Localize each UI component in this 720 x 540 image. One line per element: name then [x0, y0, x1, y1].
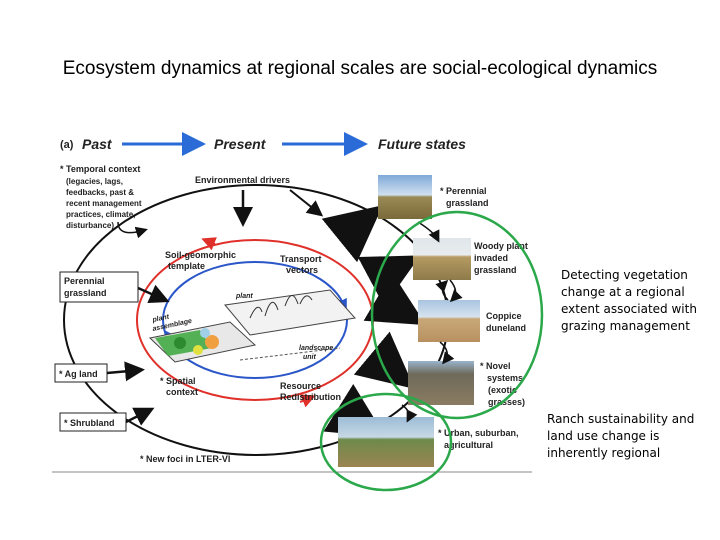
future-state-label: * Novel: [480, 361, 511, 371]
svg-text:* Novel: * Novel: [480, 361, 511, 371]
photo-urban: [338, 417, 434, 467]
future-state-label: duneland: [486, 323, 526, 333]
blue-cycle: [162, 261, 348, 379]
resource-redistribution-label: Resource: [280, 381, 321, 391]
svg-text:* Perennial: * Perennial: [440, 186, 487, 196]
ag-land-label: * Ag land: [59, 369, 98, 379]
svg-text:context: context: [166, 387, 198, 397]
ranch-sustainability-note: Ranch sustainability and land use change…: [547, 412, 695, 460]
temporal-context-line: practices, climate,: [66, 210, 135, 219]
future-state-label: systems: [487, 373, 523, 383]
future-state-label: Woody plant: [474, 241, 528, 251]
panel-label: (a): [60, 139, 74, 151]
temporal-curve-arrow: [117, 221, 148, 239]
temporal-context-line: disturbance): [66, 221, 114, 230]
svg-text:grasses): grasses): [488, 397, 525, 407]
highlight-circle-urban: [319, 392, 453, 492]
state-transition-arrows: [401, 221, 463, 423]
svg-text:landscape: landscape: [299, 345, 333, 352]
transport-vectors-label: Transport: [280, 254, 322, 264]
svg-text:Coppice: Coppice: [486, 311, 522, 321]
svg-text:systems: systems: [487, 373, 523, 383]
photo-perennial-grassland: [378, 175, 432, 219]
past-state-perennial: Perennial grassland: [59, 271, 139, 303]
svg-text:* Spatial: * Spatial: [160, 376, 196, 386]
svg-text:grassland: grassland: [446, 198, 489, 208]
spatial-context-label: * Spatial: [160, 376, 196, 386]
shrubland-arrow: [125, 407, 155, 426]
svg-text:practices, climate,: practices, climate,: [66, 210, 135, 219]
photo-coppice-duneland: [418, 300, 480, 342]
header-future: Future states: [378, 136, 466, 152]
svg-text:feedbacks, past &: feedbacks, past &: [66, 188, 134, 197]
future-state-label: Coppice: [486, 311, 522, 321]
svg-text:Soil-geomorphic: Soil-geomorphic: [165, 250, 236, 260]
future-state-label: grassland: [446, 198, 489, 208]
landscape-unit-label: landscape: [299, 345, 333, 352]
svg-text:* Urban, suburban,: * Urban, suburban,: [438, 428, 519, 438]
future-state-label: (exotic: [488, 385, 517, 395]
svg-text:unit: unit: [303, 354, 316, 361]
landscape-illustration: [148, 289, 356, 363]
svg-text:(legacies, lags,: (legacies, lags,: [66, 177, 123, 186]
svg-text:duneland: duneland: [486, 323, 526, 333]
landscape-unit-label: unit: [303, 354, 316, 361]
svg-text:Redistribution: Redistribution: [280, 392, 341, 402]
svg-text:plant: plant: [151, 313, 170, 324]
transport-vectors-label: vectors: [286, 265, 318, 275]
svg-text:vectors: vectors: [286, 265, 318, 275]
svg-text:Perennial: Perennial: [64, 276, 105, 286]
svg-text:Resource: Resource: [280, 381, 321, 391]
svg-text:(exotic: (exotic: [488, 385, 517, 395]
temporal-context-line: (legacies, lags,: [66, 177, 123, 186]
temporal-context-line: * Temporal context: [60, 164, 140, 174]
svg-text:disturbance): disturbance): [66, 221, 114, 230]
new-foci-note: * New foci in LTER-VI: [140, 454, 230, 464]
header-present: Present: [214, 136, 267, 152]
future-state-label: grassland: [474, 265, 517, 275]
soil-geomorphic-label: Soil-geomorphic: [165, 250, 236, 260]
svg-text:* Temporal context: * Temporal context: [60, 164, 140, 174]
svg-text:recent management: recent management: [66, 199, 142, 208]
photo-woody-invaded: [413, 238, 471, 280]
resource-redistribution-label: Redistribution: [280, 392, 341, 402]
spatial-context-label: context: [166, 387, 198, 397]
slide-title: Ecosystem dynamics at regional scales ar…: [62, 58, 658, 79]
shrubland-label: * Shrubland: [64, 418, 115, 428]
svg-text:Transport: Transport: [280, 254, 322, 264]
plant-label: plant: [235, 293, 253, 300]
temporal-context-line: feedbacks, past &: [66, 188, 134, 197]
photo-novel-systems: [408, 361, 474, 405]
plant-assemblage-label: plant: [151, 313, 170, 324]
svg-text:grassland: grassland: [474, 265, 517, 275]
shrub-sketch: [249, 295, 313, 319]
temporal-context-line: recent management: [66, 199, 142, 208]
future-state-label: * Urban, suburban,: [438, 428, 519, 438]
future-state-label: agricultural: [444, 440, 493, 450]
svg-text:invaded: invaded: [474, 253, 508, 263]
soil-geomorphic-label: template: [168, 261, 205, 271]
drivers-right-arrow: [289, 189, 324, 217]
svg-text:agricultural: agricultural: [444, 440, 493, 450]
temporal-context: * Temporal context (legacies, lags, feed…: [60, 164, 142, 230]
future-state-label: invaded: [474, 253, 508, 263]
environmental-drivers: Environmental drivers: [195, 175, 290, 185]
vegetation-change-note: Detecting vegetation change at a regiona…: [561, 268, 697, 333]
ag-arrow: [106, 361, 145, 382]
header-past: Past: [82, 136, 113, 152]
perennial-arrow: [137, 284, 170, 304]
svg-text:template: template: [168, 261, 205, 271]
svg-text:grassland: grassland: [64, 288, 107, 298]
svg-text:Woody plant: Woody plant: [474, 241, 528, 251]
highlight-circle-vegetation: [370, 210, 544, 420]
future-state-label: * Perennial: [440, 186, 487, 196]
future-state-label: grasses): [488, 397, 525, 407]
